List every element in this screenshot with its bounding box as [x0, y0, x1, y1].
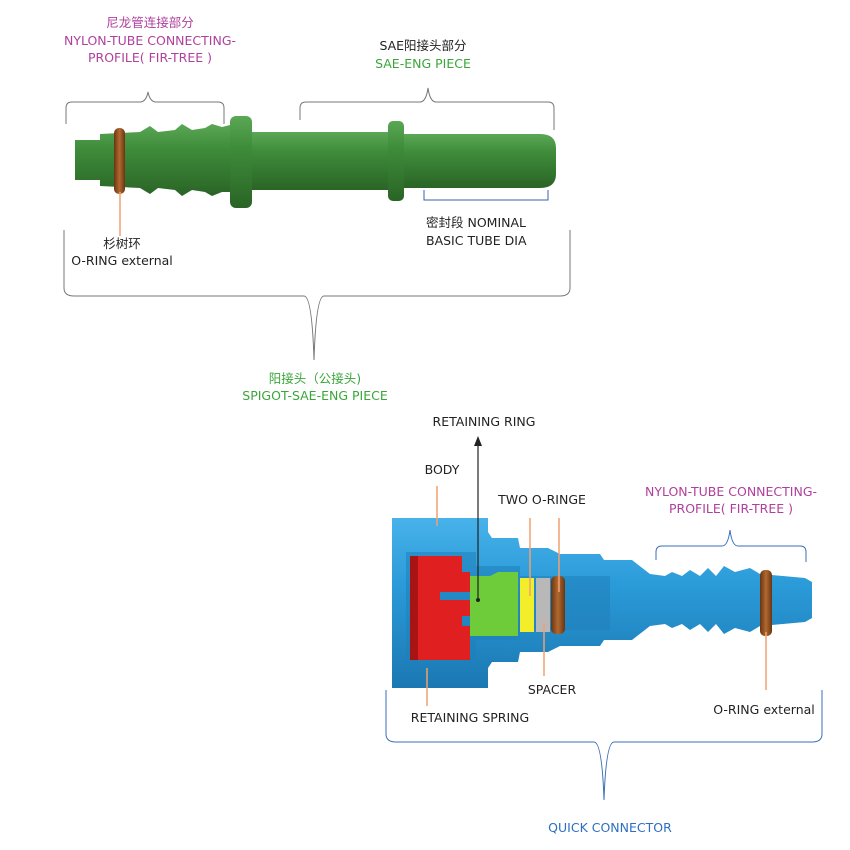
- seal-label-2: BASIC TUBE DIA: [426, 233, 527, 248]
- connector-pointers: [426, 436, 767, 706]
- sae-en-label: SAE-ENG PIECE: [375, 56, 471, 71]
- connector-nylon-label-2: PROFILE( FIR-TREE ): [669, 501, 793, 516]
- bracket-fir-tree: [65, 91, 225, 124]
- retaining-ring-label: RETAINING RING: [433, 414, 536, 429]
- body-label: BODY: [425, 462, 460, 477]
- retaining-spring: [410, 556, 470, 660]
- spigot-en-label: SPIGOT-SAE-ENG PIECE: [242, 388, 388, 403]
- nylon-en-label-2: PROFILE( FIR-TREE ): [88, 50, 212, 65]
- two-oring-label: TWO O-RINGE: [497, 492, 586, 507]
- spacer: [536, 578, 550, 632]
- connector-nylon-label-1: NYLON-TUBE CONNECTING-: [645, 484, 817, 499]
- bracket-quick-connector: [385, 690, 823, 801]
- spigot-drawing: [75, 116, 556, 208]
- retaining-ring: [470, 572, 518, 636]
- bracket-sae: [299, 87, 555, 130]
- spacer-label: SPACER: [528, 682, 577, 697]
- nylon-cn-label: 尼龙管连接部分: [106, 15, 194, 30]
- quick-connector-label: QUICK CONNECTOR: [548, 820, 672, 835]
- spigot-cn-label: 阳接头（公接头): [269, 371, 361, 386]
- spigot-flange-1: [230, 116, 252, 208]
- spigot-shaft: [252, 132, 390, 190]
- oring-external-label: O-RING external: [713, 702, 815, 717]
- retaining-ring-arrowhead: [474, 436, 482, 446]
- nylon-en-label-1: NYLON-TUBE CONNECTING-: [64, 33, 236, 48]
- retaining-spring-label: RETAINING SPRING: [411, 710, 529, 725]
- bracket-fir-tree-connector: [655, 529, 807, 562]
- spigot-flange-2: [388, 121, 404, 201]
- o-ring-yellow: [520, 578, 534, 632]
- spigot-fir-tree: [75, 124, 230, 196]
- bracket-seal: [423, 190, 549, 201]
- retaining-spring-shadow: [410, 556, 418, 660]
- retaining-ring-dot: [476, 598, 480, 602]
- seal-label-1: 密封段 NOMINAL: [426, 215, 526, 230]
- bracket-spigot: [63, 230, 571, 361]
- spigot-o-ring: [114, 128, 125, 194]
- spigot-nose: [404, 134, 556, 188]
- quick-connector-drawing: [392, 518, 812, 688]
- connector-brackets: [385, 529, 823, 801]
- o-ring-inner: [551, 576, 565, 634]
- spigot-brackets: [63, 87, 571, 361]
- o-ring-external: [760, 570, 772, 636]
- oring-en-label: O-RING external: [71, 253, 173, 268]
- oring-cn-label: 杉树环: [103, 236, 141, 251]
- sae-cn-label: SAE阳接头部分: [379, 38, 466, 53]
